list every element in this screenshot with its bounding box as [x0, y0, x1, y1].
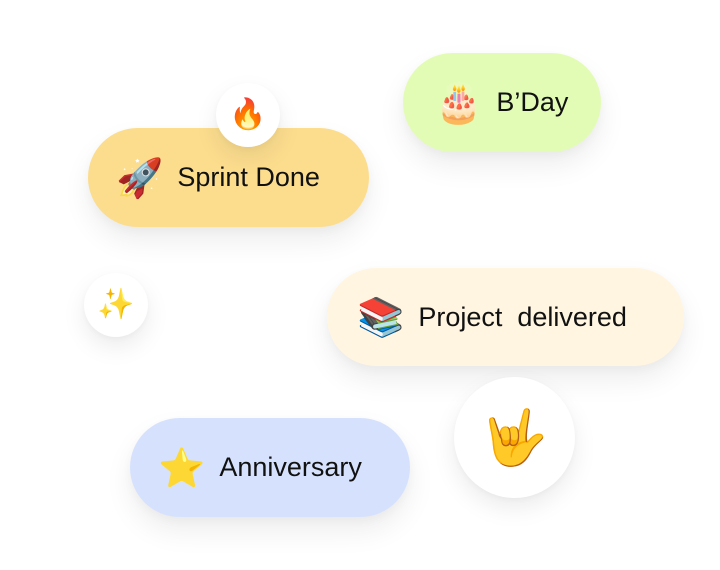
star-icon: ⭐	[158, 445, 206, 490]
books-icon: 📚	[357, 295, 405, 339]
badge-project-delivered[interactable]: 📚 Project delivered	[327, 268, 684, 366]
reaction-fire[interactable]: 🔥	[216, 83, 280, 147]
badge-label: Sprint Done	[177, 162, 320, 192]
badge-label: Project delivered	[418, 301, 627, 332]
love-you-gesture-icon: 🤟	[480, 405, 549, 469]
sparkles-icon: ✨	[97, 287, 135, 322]
rocket-icon: 🚀	[116, 155, 164, 200]
reaction-love-you[interactable]: 🤟	[454, 377, 575, 498]
badge-bday[interactable]: 🎂 B’Day	[403, 53, 601, 152]
badge-anniversary[interactable]: ⭐ Anniversary	[130, 418, 410, 517]
fire-icon: 🔥	[229, 97, 267, 132]
reaction-sparkles[interactable]: ✨	[84, 273, 148, 337]
birthday-cake-icon: 🎂	[435, 80, 483, 125]
badge-label: Anniversary	[219, 452, 362, 482]
badge-sprint-done[interactable]: 🚀 Sprint Done	[88, 128, 369, 227]
badge-label: B’Day	[496, 87, 569, 117]
